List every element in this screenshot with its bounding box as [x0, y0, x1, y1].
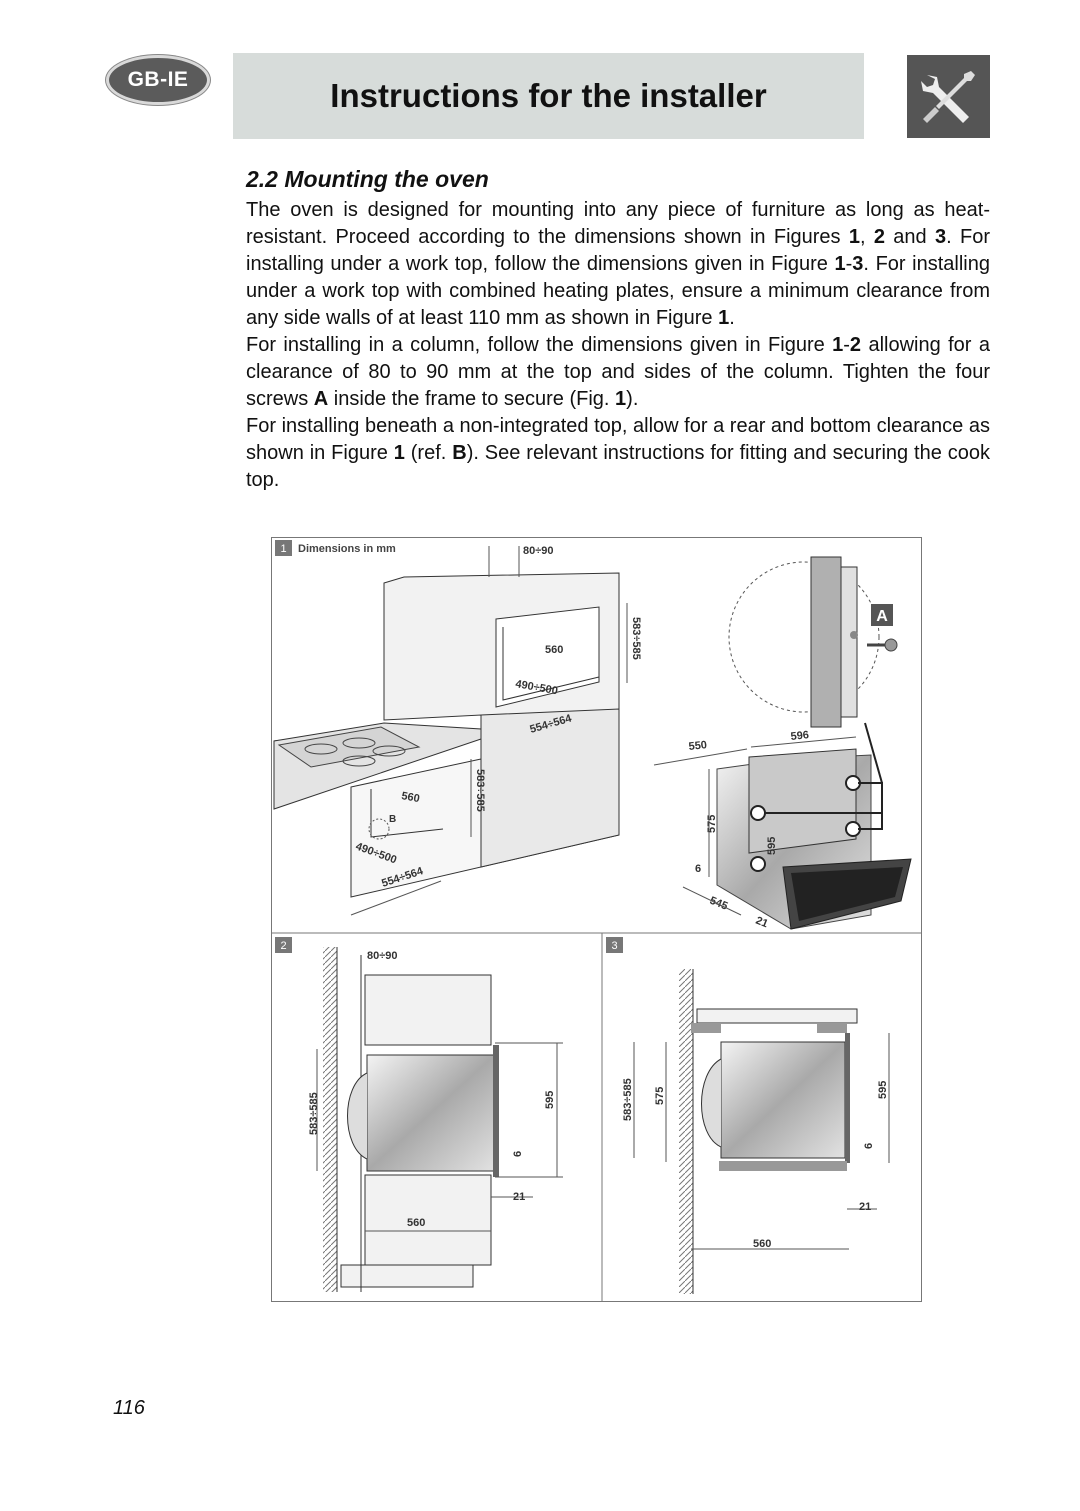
page-title: Instructions for the installer	[330, 77, 767, 114]
fig3-gap: 6	[863, 1143, 875, 1149]
figure-1: 1 Dimensions in mm B 80÷90 560 583÷585 4…	[273, 540, 912, 931]
fig1-oven-gap: 6	[695, 863, 701, 875]
fig1-column-height: 583÷585	[630, 617, 642, 660]
figure-2-number: 2	[280, 940, 286, 952]
header-banner: Instructions for the installer	[233, 53, 864, 139]
page-number: 116	[113, 1397, 145, 1419]
fig3-inner-height: 575	[654, 1087, 666, 1105]
ref-a-label: A	[876, 608, 888, 625]
fig2-width: 560	[407, 1217, 425, 1229]
fig1-under-height: 583÷585	[474, 769, 486, 812]
body-text: The oven is designed for mounting into a…	[246, 197, 990, 494]
fig3-front: 21	[859, 1201, 871, 1213]
fig3-niche-height: 583÷585	[622, 1078, 634, 1121]
fig1-oven-height: 595	[766, 837, 778, 855]
figure-2: 2 80÷90 595 583÷585 6 21 560	[275, 937, 563, 1292]
fig2-niche-height: 583÷585	[308, 1092, 320, 1135]
fig3-width: 560	[753, 1238, 771, 1250]
figure-1-caption: Dimensions in mm	[298, 543, 396, 555]
language-badge: GB-IE	[106, 55, 210, 105]
paragraph-1: The oven is designed for mounting into a…	[246, 199, 990, 329]
wrench-screwdriver-icon	[907, 55, 990, 138]
figure-3-number: 3	[611, 940, 617, 952]
fig2-dim-top: 80÷90	[367, 950, 398, 962]
dimensions-figure: 1 Dimensions in mm B 80÷90 560 583÷585 4…	[271, 537, 922, 1302]
fig1-oven-height-inner: 575	[706, 815, 718, 833]
fig1-oven-width: 596	[790, 729, 810, 743]
fig2-oven-height: 595	[544, 1091, 556, 1109]
ref-b-label: B	[389, 814, 396, 825]
fig2-gap: 6	[512, 1151, 524, 1157]
figure-1-number: 1	[280, 543, 286, 555]
figure-3: 3 583÷585 575 595 6 21 560	[606, 937, 890, 1294]
section-title: 2.2 Mounting the oven	[246, 166, 489, 192]
fig1-oven-depth: 550	[688, 739, 708, 753]
fig1-dim-top: 80÷90	[523, 545, 554, 557]
paragraph-3: For installing beneath a non-integrated …	[246, 415, 990, 491]
fig1-under-width: 560	[400, 790, 420, 805]
fig2-front: 21	[513, 1191, 525, 1203]
fig3-oven-height: 595	[877, 1081, 889, 1099]
fig1-column-width: 560	[545, 644, 563, 656]
fig1-oven-front: 21	[754, 915, 770, 931]
paragraph-2: For installing in a column, follow the d…	[246, 334, 990, 410]
